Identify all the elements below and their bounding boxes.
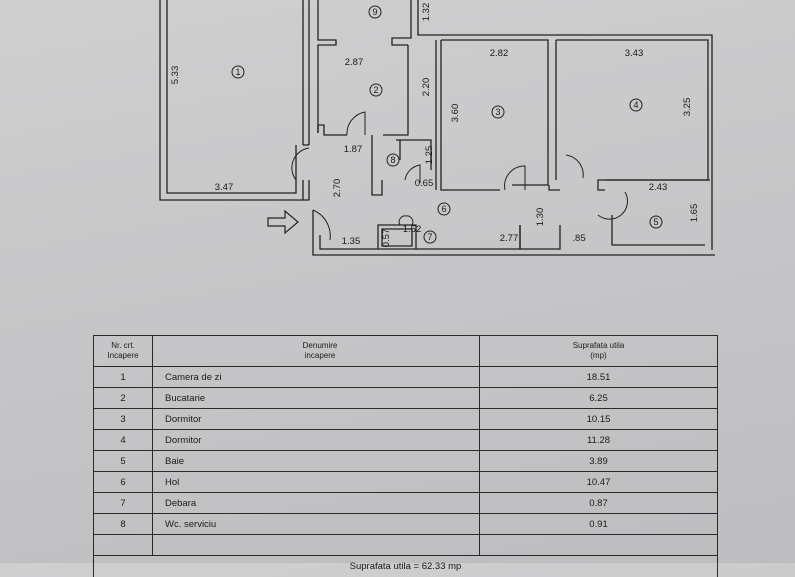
room-area: 10.15 (480, 409, 718, 430)
room-5-marker: 5 (653, 217, 658, 227)
row-number: 8 (94, 514, 153, 535)
dim-r3-width: 2.82 (490, 48, 509, 59)
dim-hall-height: 2.70 (332, 179, 343, 198)
room-3-marker: 3 (495, 107, 500, 117)
room-name: Bucatarie (153, 388, 480, 409)
room-2-marker: 2 (373, 85, 378, 95)
room-1-marker: 1 (235, 67, 240, 77)
dim-r1-height: 5.33 (170, 66, 181, 85)
header-area: Suprafata utila(mp) (480, 336, 718, 367)
dim-r4-width: 3.43 (625, 48, 644, 59)
room-9-marker: 9 (372, 7, 377, 17)
dim-corridor-width: 2.77 (500, 233, 519, 244)
dim-corridor-small: .85 (572, 233, 585, 244)
dim-entry-width: 1.35 (342, 236, 361, 247)
total-area: Suprafata utila = 62.33 mp (94, 556, 718, 577)
table-row-empty (94, 535, 718, 556)
header-nr: Nr. crt.Incapere (94, 336, 153, 367)
row-number: 3 (94, 409, 153, 430)
row-number: 5 (94, 451, 153, 472)
room-name: Dormitor (153, 409, 480, 430)
dim-r5-height: 1.65 (689, 204, 700, 223)
room-7-marker: 7 (427, 232, 432, 242)
room-8-marker: 8 (390, 155, 395, 165)
room-area: 3.89 (480, 451, 718, 472)
dim-r8-width: 0.65 (415, 178, 434, 189)
dim-hall-width: 1.87 (344, 144, 363, 155)
dim-r2-height: 2.20 (421, 78, 432, 97)
room-area: 18.51 (480, 367, 718, 388)
dim-r7-width: 1.52 (403, 224, 422, 235)
room-area: 6.25 (480, 388, 718, 409)
dim-r1-width: 3.47 (215, 182, 234, 193)
dim-r8-height: 1.25 (424, 146, 435, 165)
room-name: Dormitor (153, 430, 480, 451)
row-number: 7 (94, 493, 153, 514)
dim-r7-height: 0.57 (381, 229, 392, 248)
entrance-arrow-icon (268, 211, 298, 233)
dim-r3-height: 3.60 (450, 104, 461, 123)
walls (160, 0, 715, 255)
room-area: 10.47 (480, 472, 718, 493)
room-name: Debara (153, 493, 480, 514)
dim-r4-height: 3.25 (682, 98, 693, 117)
row-number: 1 (94, 367, 153, 388)
dim-corridor-height: 1.30 (535, 208, 546, 227)
room-6-marker: 6 (441, 204, 446, 214)
room-area: 0.91 (480, 514, 718, 535)
dim-r9-height: 1.32 (421, 3, 432, 22)
doors (292, 112, 628, 240)
row-number: 4 (94, 430, 153, 451)
dim-r5-width: 2.43 (649, 182, 668, 193)
room-name: Camera de zi (153, 367, 480, 388)
row-number: 6 (94, 472, 153, 493)
row-number: 2 (94, 388, 153, 409)
room-name: Wc. serviciu (153, 514, 480, 535)
room-area: 11.28 (480, 430, 718, 451)
table-total-row: Suprafata utila = 62.33 mp (94, 556, 718, 577)
room-name: Baie (153, 451, 480, 472)
floor-plan: 1 2 3 4 5 6 7 8 9 5.33 3.47 1.32 2.87 2.… (0, 0, 795, 330)
room-name: Hol (153, 472, 480, 493)
room-markers (232, 6, 662, 243)
room-area: 0.87 (480, 493, 718, 514)
dim-r2-width: 2.87 (345, 57, 364, 68)
room-4-marker: 4 (633, 100, 638, 110)
